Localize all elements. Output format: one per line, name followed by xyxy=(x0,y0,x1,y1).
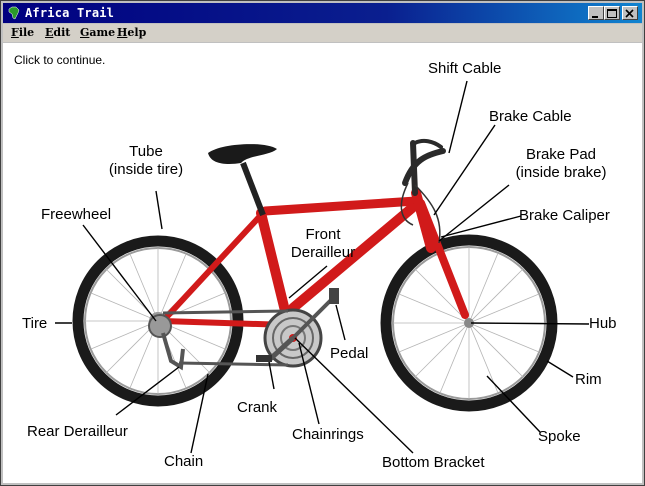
cables xyxy=(400,182,441,244)
label-rim: Rim xyxy=(575,371,602,388)
window-title: Africa Trail xyxy=(25,6,115,20)
label-crank: Crank xyxy=(237,399,278,416)
maximize-button[interactable] xyxy=(604,6,620,20)
label-rear-derailleur: Rear Derailleur xyxy=(27,423,128,440)
menu-edit[interactable]: Edit xyxy=(45,26,71,39)
seat xyxy=(208,144,277,217)
continue-hint: Click to continue. xyxy=(14,53,106,67)
menu-file[interactable]: File xyxy=(11,26,35,39)
bicycle-illustration xyxy=(55,80,590,454)
label-chain: Chain xyxy=(164,453,204,470)
menu-bar: File Edit Game Help xyxy=(3,24,642,42)
freewheel-cog xyxy=(148,314,172,338)
label-brake-pad-line2: (inside brake) xyxy=(515,164,607,181)
label-front-derailleur-line1: Front xyxy=(305,226,341,243)
label-brake-pad: Brake Pad (inside brake) xyxy=(506,146,616,182)
africa-icon xyxy=(8,6,20,20)
label-bottom-bracket: Bottom Bracket xyxy=(382,454,485,471)
label-chainrings: Chainrings xyxy=(292,426,364,443)
label-front-derailleur: Front Derailleur xyxy=(281,226,365,262)
label-tire: Tire xyxy=(22,315,48,332)
label-brake-cable: Brake Cable xyxy=(489,108,572,125)
menu-help[interactable]: Help xyxy=(117,26,147,39)
label-brake-pad-line1: Brake Pad xyxy=(525,146,597,163)
label-tube: Tube (inside tire) xyxy=(101,143,191,179)
handlebar xyxy=(402,138,446,196)
label-freewheel: Freewheel xyxy=(41,206,112,223)
close-icon xyxy=(625,9,634,18)
label-shift-cable: Shift Cable xyxy=(428,60,502,77)
title-bar[interactable]: Africa Trail xyxy=(3,3,642,23)
label-spoke: Spoke xyxy=(538,428,581,445)
label-front-derailleur-line2: Derailleur xyxy=(290,244,356,261)
label-hub: Hub xyxy=(589,315,617,332)
bike-diagram-canvas[interactable]: Click to continue. Shift Cable Brake Cab… xyxy=(3,43,642,483)
minimize-icon xyxy=(592,16,598,18)
label-pedal: Pedal xyxy=(330,345,369,362)
minimize-button[interactable] xyxy=(588,6,604,20)
menu-game[interactable]: Game xyxy=(80,26,116,39)
label-tube-line2: (inside tire) xyxy=(108,161,184,178)
chainring-assembly xyxy=(256,288,339,368)
label-tube-line1: Tube xyxy=(129,143,163,160)
close-button[interactable] xyxy=(622,6,638,20)
maximize-icon xyxy=(607,9,617,18)
label-brake-caliper: Brake Caliper xyxy=(519,207,610,224)
leader-lines xyxy=(55,80,590,454)
rear-derailleur-part xyxy=(161,332,185,371)
bike-frame xyxy=(160,188,469,328)
